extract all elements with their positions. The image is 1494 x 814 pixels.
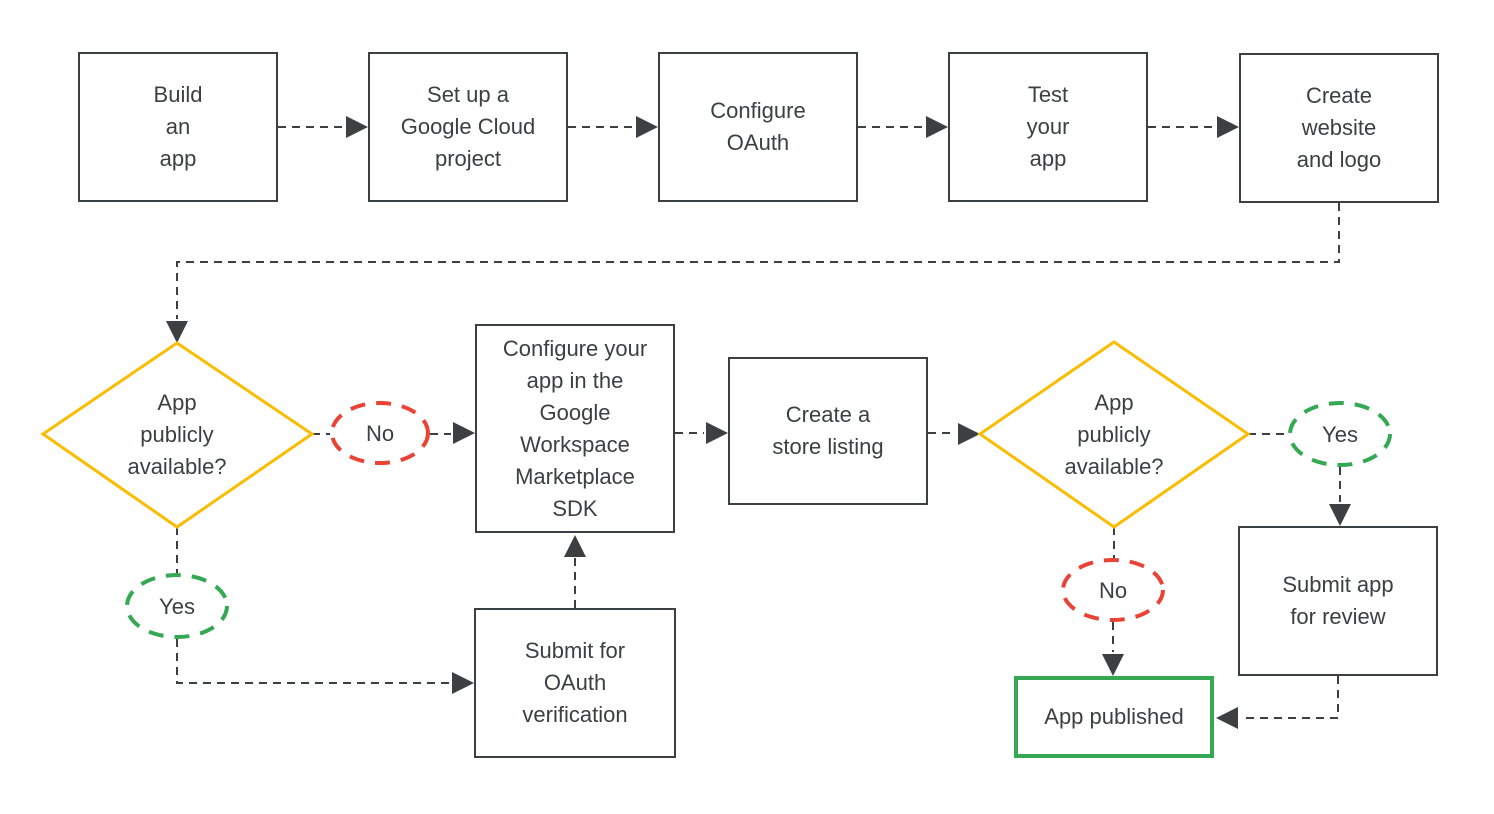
node-build-app: Build an app: [78, 52, 278, 202]
node-create-store-listing: Create a store listing: [728, 357, 928, 505]
yes2-label: Yes: [1322, 422, 1358, 447]
arrowhead-right-icon: [1217, 116, 1239, 138]
node-configure-oauth: Configure OAuth: [658, 52, 858, 202]
node-submit-app-review: Submit app for review: [1238, 526, 1438, 676]
arrowhead-right-icon: [346, 116, 368, 138]
arrowhead-left-icon: [1216, 707, 1238, 729]
no2-label: No: [1098, 578, 1128, 603]
node-setup-cloud-project: Set up a Google Cloud project: [368, 52, 568, 202]
decision1-label: App publicly available?: [127, 390, 227, 479]
node-create-website-logo: Create website and logo: [1239, 53, 1439, 203]
arrowhead-right-icon: [636, 116, 658, 138]
node-configure-marketplace-sdk: Configure your app in the Google Workspa…: [475, 324, 675, 533]
arrowhead-right-icon: [452, 672, 474, 694]
decision2-label: App publicly available?: [1064, 390, 1164, 479]
edge-yes1-to-oauth-verification: [176, 639, 450, 684]
arrowhead-down-icon: [1329, 504, 1351, 526]
node-submit-oauth-verification: Submit for OAuth verification: [474, 608, 676, 758]
edge-submit-review-to-published: [1240, 676, 1339, 719]
arrowhead-right-icon: [706, 422, 728, 444]
arrowhead-right-icon: [958, 423, 980, 445]
arrowhead-right-icon: [926, 116, 948, 138]
edge-website-to-decision1: [176, 203, 1340, 319]
arrowhead-down-icon: [166, 321, 188, 343]
yes1-label: Yes: [159, 594, 195, 619]
arrowhead-up-icon: [564, 535, 586, 557]
node-app-published: App published: [1014, 676, 1214, 758]
no1-label: No: [365, 421, 395, 446]
arrowhead-right-icon: [453, 422, 475, 444]
node-test-app: Test your app: [948, 52, 1148, 202]
arrowhead-down-icon: [1102, 654, 1124, 676]
